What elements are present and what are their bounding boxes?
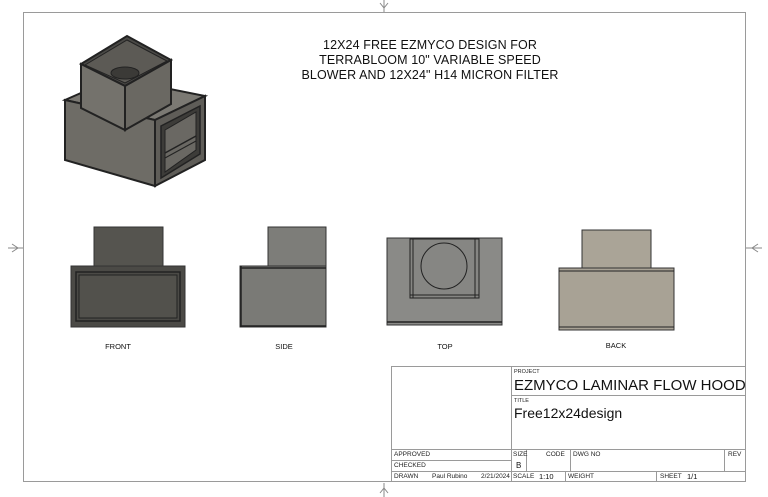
project-label: PROJECT xyxy=(514,369,540,375)
approved-cell: APPROVED xyxy=(392,449,512,460)
drawing-heading: 12X24 FREE EZMYCO DESIGN FOR TERRABLOOM … xyxy=(280,38,580,83)
dwg-no-cell: DWG NO xyxy=(571,449,725,471)
title-block: PROJECT EZMYCO LAMINAR FLOW HOOD TITLE F… xyxy=(391,366,746,482)
isometric-view xyxy=(61,34,209,188)
front-view xyxy=(70,226,186,328)
title-cell: TITLE Free12x24design xyxy=(512,396,746,449)
weight-label: WEIGHT xyxy=(568,473,594,480)
dwg-no-label: DWG NO xyxy=(573,451,601,458)
project-value: EZMYCO LAMINAR FLOW HOOD xyxy=(514,377,746,394)
project-cell: PROJECT EZMYCO LAMINAR FLOW HOOD xyxy=(512,367,746,396)
weight-cell: WEIGHT xyxy=(566,471,657,482)
size-cell: SIZE B xyxy=(512,449,527,471)
scale-label: SCALE xyxy=(513,473,535,480)
drawn-cell: DRAWN Paul Rubino 2/21/2024 xyxy=(392,471,512,482)
size-label: SIZE xyxy=(513,451,528,458)
title-label: TITLE xyxy=(514,398,529,404)
sheet-cell: SHEET 1/1 xyxy=(657,471,746,482)
heading-line-2: TERRABLOOM 10" VARIABLE SPEED xyxy=(319,53,541,67)
code-label: CODE xyxy=(546,451,565,458)
back-view-label: BACK xyxy=(605,341,627,350)
top-view xyxy=(386,237,503,326)
drawn-date: 2/21/2024 xyxy=(481,473,510,480)
sheet-label: SHEET xyxy=(660,473,682,480)
top-center-mark-icon xyxy=(379,0,389,12)
scale-cell: SCALE 1:10 xyxy=(512,471,566,482)
back-view xyxy=(558,229,675,331)
title-value: Free12x24design xyxy=(514,405,623,421)
sheet-border xyxy=(23,12,746,482)
scale-value: 1:10 xyxy=(539,472,554,481)
blank-area xyxy=(392,367,512,449)
code-cell: CODE xyxy=(527,449,571,471)
drawn-label: DRAWN xyxy=(394,473,419,480)
checked-cell: CHECKED xyxy=(392,460,512,471)
approved-label: APPROVED xyxy=(394,451,431,458)
left-center-mark-icon xyxy=(8,243,23,253)
size-value: B xyxy=(516,461,522,470)
front-view-label: FRONT xyxy=(105,342,131,351)
right-center-mark-icon xyxy=(746,243,762,253)
bottom-center-mark-icon xyxy=(379,483,389,497)
rev-cell: REV xyxy=(725,449,746,471)
side-view xyxy=(239,226,327,328)
top-view-label: TOP xyxy=(437,342,453,351)
rev-label: REV xyxy=(728,451,742,458)
heading-line-1: 12X24 FREE EZMYCO DESIGN FOR xyxy=(323,38,537,52)
drawn-by: Paul Rubino xyxy=(432,473,468,480)
checked-label: CHECKED xyxy=(394,462,426,469)
heading-line-3: BLOWER AND 12X24" H14 MICRON FILTER xyxy=(301,68,559,82)
sheet-value: 1/1 xyxy=(687,472,698,481)
side-view-label: SIDE xyxy=(275,342,293,351)
